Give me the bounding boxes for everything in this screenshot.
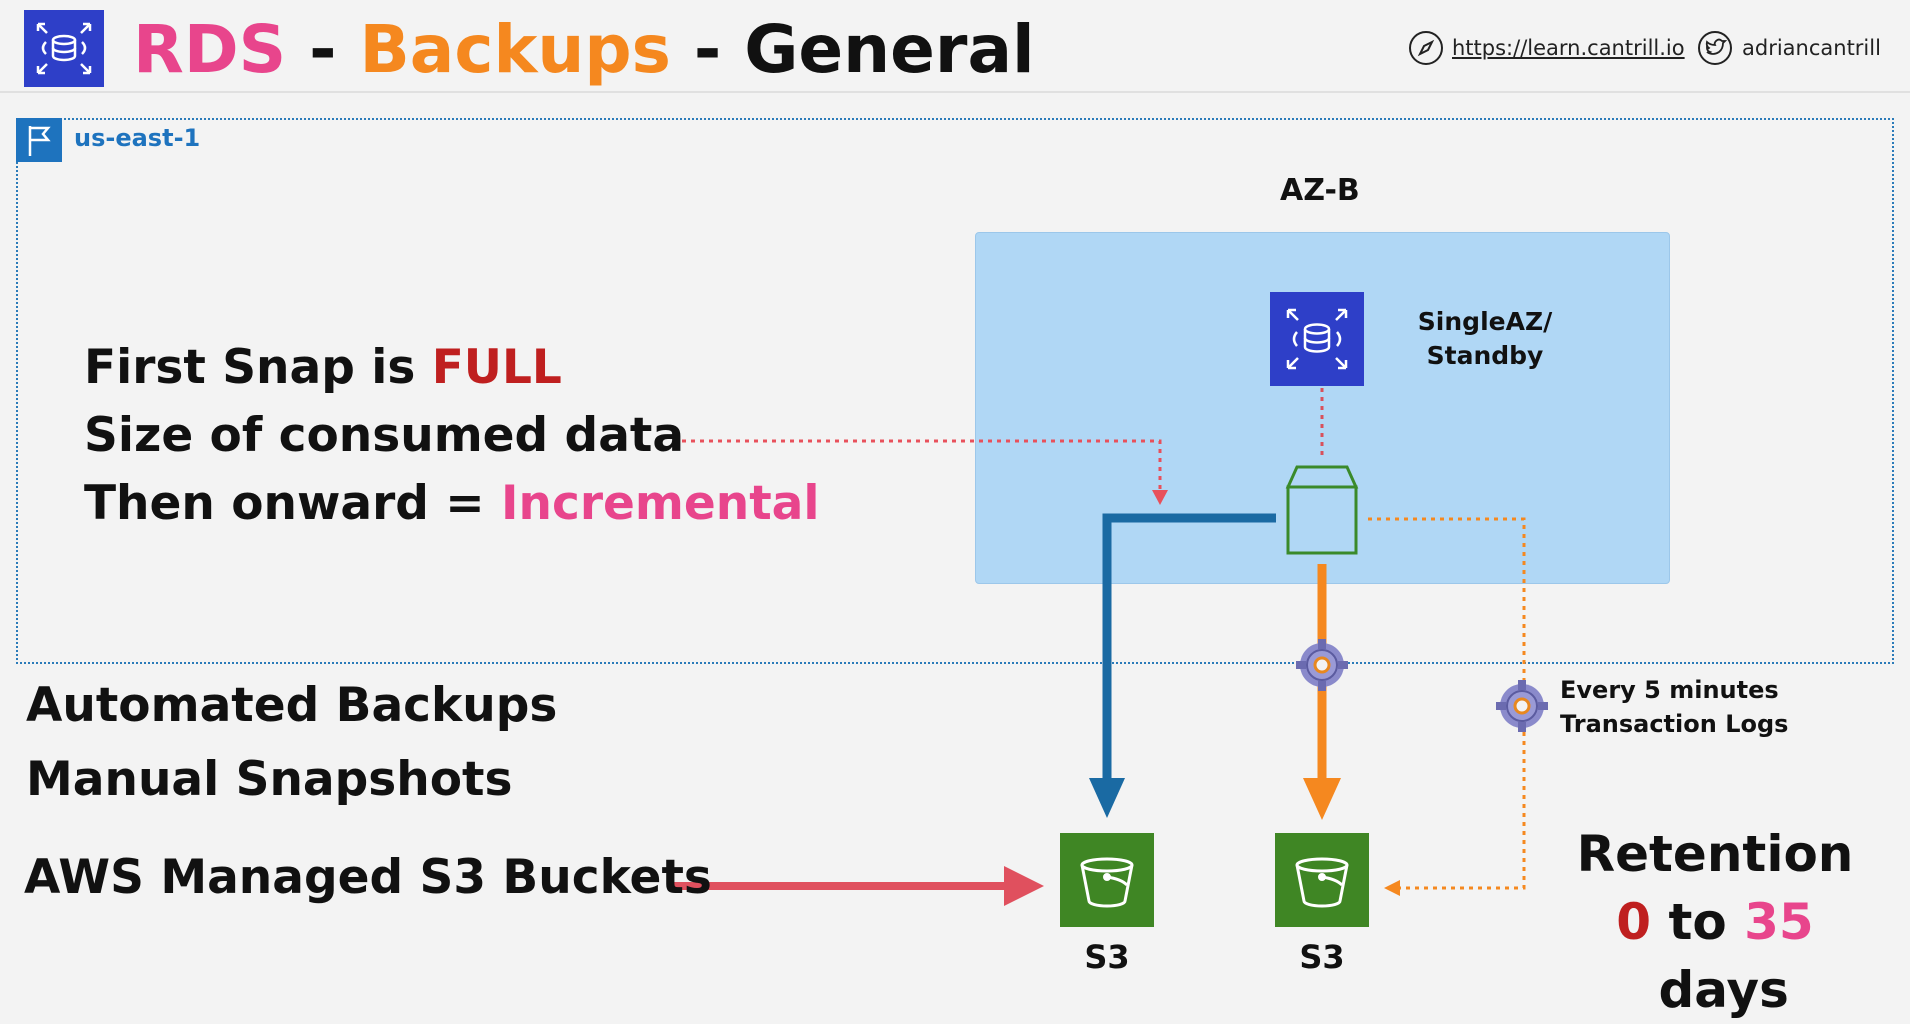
header-divider bbox=[0, 91, 1910, 93]
retention-block: Retention 0 to 35 days bbox=[1560, 820, 1870, 1024]
incremental-note: Then onward = Incremental bbox=[84, 476, 820, 531]
manual-snapshots-label: Manual Snapshots bbox=[26, 752, 513, 807]
consumed-data-arrowhead bbox=[1152, 490, 1168, 505]
s3-label: S3 bbox=[1299, 938, 1345, 976]
retention-min: 0 bbox=[1616, 893, 1652, 951]
region-label: us-east-1 bbox=[74, 124, 201, 152]
retention-unit: days bbox=[1641, 961, 1789, 1019]
twitter-icon bbox=[1698, 31, 1732, 65]
retention-max: 35 bbox=[1744, 893, 1814, 951]
gear-icon bbox=[1496, 680, 1548, 732]
az-label: AZ-B bbox=[1280, 173, 1360, 208]
incremental-highlight: Incremental bbox=[501, 476, 820, 531]
rds-instance-icon bbox=[1270, 292, 1364, 386]
rds-database-icon bbox=[36, 22, 92, 75]
first-snap-prefix: First Snap is bbox=[84, 340, 432, 395]
title-separator: - bbox=[670, 11, 745, 88]
managed-buckets-label: AWS Managed S3 Buckets bbox=[24, 850, 712, 905]
s3-bucket-icon bbox=[1275, 833, 1369, 927]
s3-label: S3 bbox=[1084, 938, 1130, 976]
region-flag-icon bbox=[16, 118, 62, 162]
title-general: General bbox=[744, 11, 1035, 88]
title-separator: - bbox=[286, 11, 360, 88]
incremental-prefix: Then onward = bbox=[84, 476, 502, 531]
rds-instance-label: SingleAZ/ Standby bbox=[1400, 305, 1570, 373]
s3-bucket-icon bbox=[1060, 833, 1154, 927]
consumed-data-note: Size of consumed data bbox=[84, 408, 685, 463]
full-highlight: FULL bbox=[431, 340, 562, 395]
compass-icon bbox=[1409, 31, 1443, 65]
snapshot-icon bbox=[1285, 465, 1359, 555]
retention-title: Retention bbox=[1576, 825, 1854, 883]
twitter-handle[interactable]: adriancantrill bbox=[1742, 36, 1881, 60]
managed-buckets-arrowhead bbox=[1004, 866, 1044, 906]
title-backups: Backups bbox=[359, 11, 671, 88]
transaction-log-arrowhead bbox=[1384, 880, 1400, 896]
region-boundary bbox=[16, 118, 1894, 664]
title-rds: RDS bbox=[133, 11, 287, 88]
gear-icon bbox=[1296, 639, 1348, 691]
page-title: RDS - Backups - General bbox=[133, 8, 1035, 92]
website-link[interactable]: https://learn.cantrill.io bbox=[1452, 36, 1685, 60]
rds-logo bbox=[24, 10, 104, 87]
snapshot-arrowhead bbox=[1303, 778, 1341, 820]
first-snap-note: First Snap is FULL bbox=[84, 340, 562, 395]
consumed-data-connector bbox=[673, 439, 1162, 493]
transaction-logs-line2: Transaction Logs bbox=[1560, 710, 1789, 738]
transaction-logs-line1: Every 5 minutes bbox=[1560, 676, 1779, 704]
automated-backup-arrowhead bbox=[1089, 778, 1125, 818]
automated-backups-label: Automated Backups bbox=[26, 678, 558, 733]
standby-line1: SingleAZ/ bbox=[1417, 307, 1553, 336]
automated-backup-arrow bbox=[1102, 513, 1276, 780]
transaction-logs-label: Every 5 minutes Transaction Logs bbox=[1560, 673, 1788, 741]
retention-range: 0 to 35 days bbox=[1560, 888, 1870, 1024]
retention-to: to bbox=[1651, 893, 1745, 951]
standby-line2: Standby bbox=[1426, 341, 1544, 370]
